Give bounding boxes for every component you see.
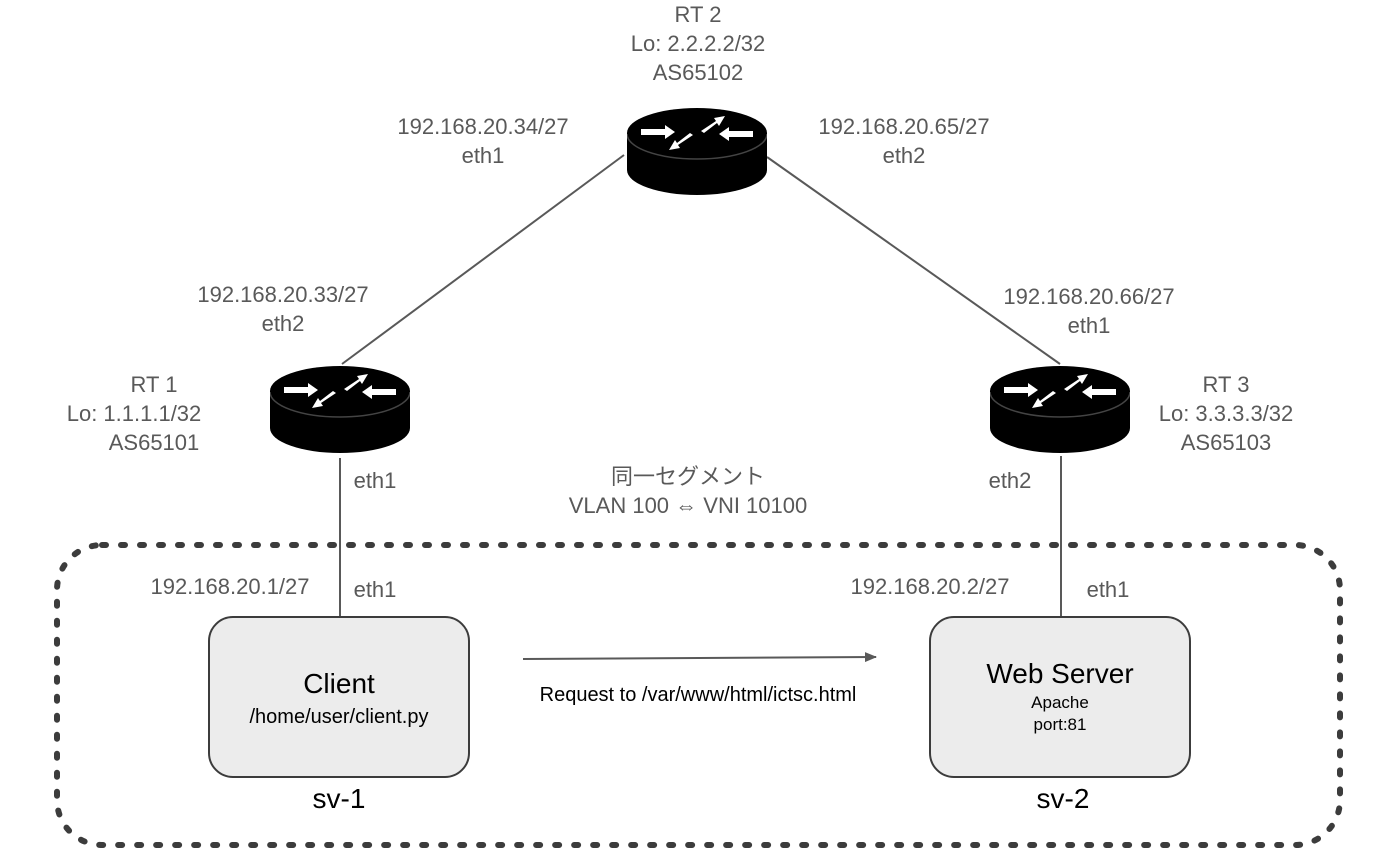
link-rt2-rt3 [766, 156, 1061, 365]
rt1-eth2-ip: 192.168.20.33/27 [197, 282, 368, 307]
rt2-eth1-label: eth1 [462, 143, 505, 168]
sv1-ip: 192.168.20.1/27 [150, 574, 309, 599]
rt2-as: AS65102 [653, 60, 744, 85]
segment-vlan-vni: VLAN 100 ⇔ VNI 10100 [569, 493, 807, 518]
rt3-eth1-ip: 192.168.20.66/27 [1003, 284, 1174, 309]
sv1-detail: /home/user/client.py [250, 706, 429, 728]
rt3-router-icon [990, 366, 1130, 454]
sv2-title: Web Server [986, 658, 1133, 689]
rt2-eth2-label: eth2 [883, 143, 926, 168]
sv1-host-label: sv-1 [313, 783, 366, 814]
sv1-eth1-label: eth1 [354, 577, 397, 602]
sv2-app: Apache [1031, 693, 1089, 712]
segment-boundary [54, 542, 1343, 848]
sv2-host-label: sv-2 [1037, 783, 1090, 814]
rt1-as: AS65101 [109, 430, 200, 455]
sv2-port: port:81 [1034, 715, 1087, 734]
rt2-name: RT 2 [675, 2, 722, 27]
rt2-router-icon [627, 108, 767, 196]
sv2-box [929, 616, 1191, 778]
rt3-loopback: Lo: 3.3.3.3/32 [1159, 401, 1294, 426]
rt1-router-icon [270, 366, 410, 454]
rt3-eth1-label: eth1 [1068, 313, 1111, 338]
rt1-loopback: Lo: 1.1.1.1/32 [67, 401, 202, 426]
rt1-name: RT 1 [131, 372, 178, 397]
rt2-eth2-ip: 192.168.20.65/27 [818, 114, 989, 139]
segment-title: 同一セグメント [611, 464, 765, 489]
link-rt2-rt1 [341, 154, 625, 365]
rt3-name: RT 3 [1203, 372, 1250, 397]
sv2-eth1-label: eth1 [1087, 577, 1130, 602]
request-label: Request to /var/www/html/ictsc.html [540, 684, 857, 706]
rt1-eth1-label: eth1 [354, 468, 397, 493]
rt1-eth2-label: eth2 [262, 311, 305, 336]
request-arrow [522, 652, 877, 663]
rt2-eth1-ip: 192.168.20.34/27 [397, 114, 568, 139]
sv2-ip: 192.168.20.2/27 [850, 574, 1009, 599]
sv1-title: Client [303, 668, 375, 699]
rt2-loopback: Lo: 2.2.2.2/32 [631, 31, 766, 56]
rt3-eth2-label: eth2 [989, 468, 1032, 493]
rt3-as: AS65103 [1181, 430, 1272, 455]
sv1-box [208, 616, 470, 778]
